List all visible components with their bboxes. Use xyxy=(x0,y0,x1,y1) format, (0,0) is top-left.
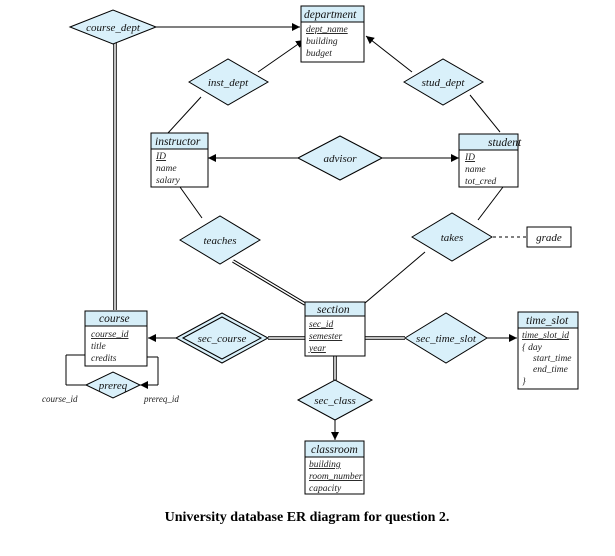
relationship-label: sec_time_slot xyxy=(416,333,477,345)
entity-title: student xyxy=(488,137,522,149)
entity-attribute: credits xyxy=(91,354,117,364)
entity-attribute-key: ID xyxy=(155,152,166,162)
entity-title: instructor xyxy=(155,136,201,148)
entity-title: department xyxy=(304,9,357,21)
entity-attribute: end_time xyxy=(533,365,568,375)
diagram-caption: University database ER diagram for quest… xyxy=(165,510,450,525)
relationship-course-dept: course_dept xyxy=(68,9,158,45)
entity-attribute: budget xyxy=(306,49,332,59)
relationship-inst-dept: inst_dept xyxy=(188,58,270,106)
entity-attribute: name xyxy=(465,165,486,175)
entity-attribute: } xyxy=(522,377,526,387)
relationship-advisor: advisor xyxy=(296,135,384,181)
entity-attribute: start_time xyxy=(533,354,572,364)
entity-attribute: salary xyxy=(156,176,181,186)
relationship-attribute-grade: grade xyxy=(526,226,572,248)
relationship-label: takes xyxy=(441,232,464,244)
entity-attribute-key: year xyxy=(308,344,326,354)
entity-classroom: classroom building room_number capacity xyxy=(304,440,365,495)
entity-title: course xyxy=(99,313,130,325)
entity-student: student ID name tot_cred xyxy=(458,133,522,188)
relationship-sec-class: sec_class xyxy=(296,379,374,421)
entity-attribute-key: sec_id xyxy=(309,320,334,330)
relationship-attribute-label: grade xyxy=(536,232,562,244)
relationship-sec-time-slot: sec_time_slot xyxy=(404,312,488,364)
entity-time-slot: time_slot time_slot_id { day start_time … xyxy=(517,311,579,390)
entity-title: time_slot xyxy=(526,315,569,327)
role-label-course-id: course_id xyxy=(42,394,78,404)
entity-section: section sec_id semester year xyxy=(304,301,366,357)
entity-attribute-key: building xyxy=(309,460,341,470)
entity-attribute-key: room_number xyxy=(309,472,363,482)
entity-title: classroom xyxy=(311,444,358,456)
entity-attribute: capacity xyxy=(309,484,342,494)
relationship-label: advisor xyxy=(324,153,358,165)
entity-attribute: title xyxy=(91,342,106,352)
relationship-label: sec_course xyxy=(198,333,247,345)
entity-attribute: name xyxy=(156,164,177,174)
relationship-label: course_dept xyxy=(86,22,141,34)
entity-attribute: tot_cred xyxy=(465,177,497,187)
relationship-label: stud_dept xyxy=(422,77,466,89)
entity-attribute-key: course_id xyxy=(91,330,129,340)
relationship-takes: takes xyxy=(411,212,493,262)
entity-attribute: building xyxy=(306,37,338,47)
entity-attribute-key: dept_name xyxy=(306,25,348,35)
entity-instructor: instructor ID name salary xyxy=(150,132,209,188)
relationship-label: teaches xyxy=(204,235,237,247)
relationship-prereq: prereq xyxy=(84,371,142,399)
entity-title: section xyxy=(317,304,350,316)
entity-attribute-key: semester xyxy=(309,332,343,342)
entity-attribute: { day xyxy=(522,343,543,353)
entity-attribute-key: time_slot_id xyxy=(522,331,569,341)
relationship-label: sec_class xyxy=(314,395,356,407)
entity-attribute-key: ID xyxy=(464,153,475,163)
entity-course: course course_id title credits xyxy=(84,310,148,367)
relationship-stud-dept: stud_dept xyxy=(403,58,485,106)
entity-department: department dept_name building budget xyxy=(300,5,365,63)
connector-lines xyxy=(65,23,527,440)
relationship-label: inst_dept xyxy=(208,77,249,89)
relationship-sec-course: sec_course xyxy=(174,312,270,364)
relationship-teaches: teaches xyxy=(179,215,261,265)
role-label-prereq-id: prereq_id xyxy=(143,394,179,404)
relationship-label: prereq xyxy=(98,380,128,392)
